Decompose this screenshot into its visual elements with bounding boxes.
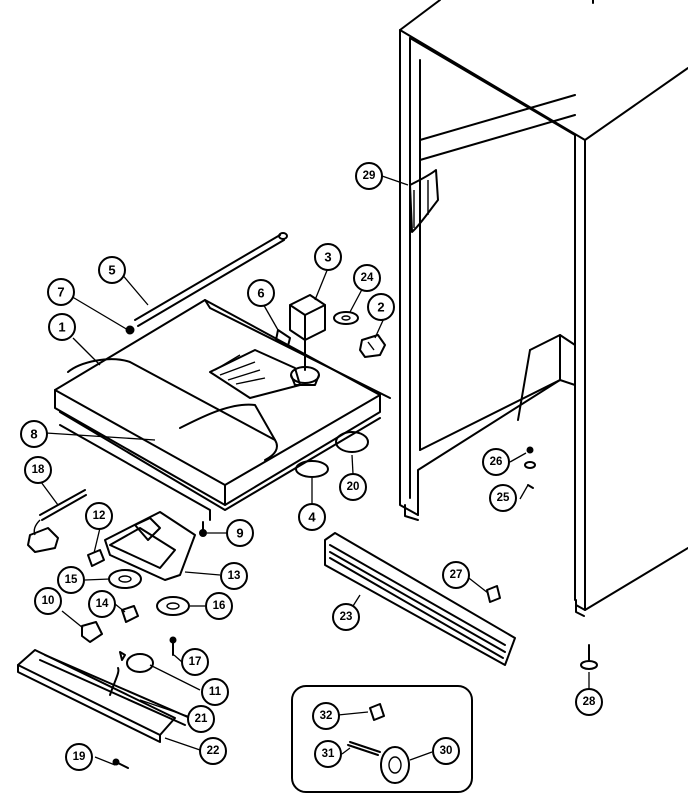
part-5-drain-tube (134, 232, 288, 327)
svg-text:21: 21 (195, 713, 208, 725)
callout-8: 8 (20, 420, 48, 448)
svg-text:11: 11 (209, 686, 222, 698)
callout-27: 27 (442, 561, 470, 589)
svg-text:18: 18 (32, 464, 45, 476)
cabinet-shell (399, 0, 688, 617)
svg-text:24: 24 (361, 272, 374, 284)
part-29-tape-strap (409, 169, 439, 233)
svg-text:17: 17 (189, 656, 202, 668)
callout-1: 1 (48, 313, 76, 341)
callout-7: 7 (47, 278, 75, 306)
callout-20: 20 (339, 473, 367, 501)
callout-9: 9 (226, 519, 254, 547)
part-24-washer (333, 311, 359, 325)
part-19-screw (112, 758, 129, 769)
part-17-screw (169, 636, 177, 656)
part-11-light-bulb (119, 651, 154, 673)
callouts: 1 2 3 4 5 6 7 8 9 10 11 12 13 14 15 16 1… (20, 162, 603, 771)
svg-text:14: 14 (96, 598, 109, 610)
part-16-grommet (156, 596, 190, 616)
svg-text:20: 20 (347, 481, 360, 493)
svg-text:22: 22 (207, 745, 220, 757)
part-26-screw (526, 446, 534, 454)
part-3-damper-control (289, 294, 326, 386)
svg-text:16: 16 (213, 600, 226, 612)
callout-6: 6 (247, 279, 275, 307)
part-28-leveling-leg (580, 644, 598, 670)
part-15-grommet (108, 569, 142, 589)
svg-text:25: 25 (497, 492, 510, 504)
callout-13: 13 (220, 562, 248, 590)
svg-text:9: 9 (236, 526, 243, 541)
part-4-ring (295, 460, 329, 478)
part-6-clip (275, 329, 291, 347)
part-23-toe-grille (324, 532, 516, 666)
part-1-evaporator-cover (54, 299, 391, 521)
svg-text:7: 7 (57, 285, 64, 300)
svg-text:30: 30 (440, 745, 453, 757)
callout-26: 26 (482, 448, 510, 476)
part-14-socket (121, 605, 139, 623)
callout-3: 3 (314, 243, 342, 271)
svg-text:32: 32 (320, 710, 333, 722)
svg-text:6: 6 (257, 286, 264, 301)
callout-5: 5 (98, 256, 126, 284)
svg-text:1: 1 (58, 320, 65, 335)
part-9-screw (199, 521, 207, 537)
svg-text:8: 8 (30, 427, 37, 442)
callout-18: 18 (24, 456, 52, 484)
svg-text:3: 3 (324, 250, 331, 265)
callout-12: 12 (85, 502, 113, 530)
svg-text:31: 31 (322, 748, 335, 760)
callout-15: 15 (57, 566, 85, 594)
part-22-bracket (17, 649, 176, 743)
callout-11: 11 (201, 678, 229, 706)
part-7-screw (125, 325, 135, 335)
callout-16: 16 (205, 592, 233, 620)
svg-text:28: 28 (583, 696, 596, 708)
callout-19: 19 (65, 743, 93, 771)
callout-17: 17 (181, 648, 209, 676)
svg-text:19: 19 (73, 751, 86, 763)
callout-30: 30 (432, 737, 460, 765)
callout-4: 4 (298, 503, 326, 531)
svg-text:13: 13 (228, 570, 241, 582)
roller-inset-box (291, 685, 473, 793)
svg-text:27: 27 (450, 569, 463, 581)
callout-10: 10 (34, 587, 62, 615)
callout-31: 31 (314, 740, 342, 768)
svg-text:29: 29 (363, 170, 376, 182)
svg-text:26: 26 (490, 456, 503, 468)
callout-23: 23 (332, 603, 360, 631)
part-20-lens (335, 431, 369, 453)
part-25-nut (524, 461, 536, 489)
callout-24: 24 (353, 264, 381, 292)
svg-text:2: 2 (377, 300, 384, 315)
callout-22: 22 (199, 737, 227, 765)
leader-lines (40, 175, 590, 766)
svg-text:5: 5 (108, 263, 115, 278)
svg-text:10: 10 (42, 595, 55, 607)
callout-28: 28 (575, 688, 603, 716)
part-13-light-housing (104, 511, 196, 581)
svg-text:4: 4 (308, 510, 316, 525)
part-18-thermostat (27, 489, 87, 553)
part-10-lamp-socket (81, 621, 103, 643)
part-2-knob (359, 334, 386, 358)
callout-14: 14 (88, 590, 116, 618)
svg-text:15: 15 (65, 574, 78, 586)
callout-29: 29 (355, 162, 383, 190)
part-12-switch (87, 549, 105, 567)
callout-25: 25 (489, 484, 517, 512)
callout-2: 2 (367, 293, 395, 321)
callout-32: 32 (312, 702, 340, 730)
svg-text:12: 12 (93, 510, 106, 522)
svg-text:23: 23 (340, 611, 353, 623)
part-27-clip (486, 585, 501, 603)
callout-21: 21 (187, 705, 215, 733)
